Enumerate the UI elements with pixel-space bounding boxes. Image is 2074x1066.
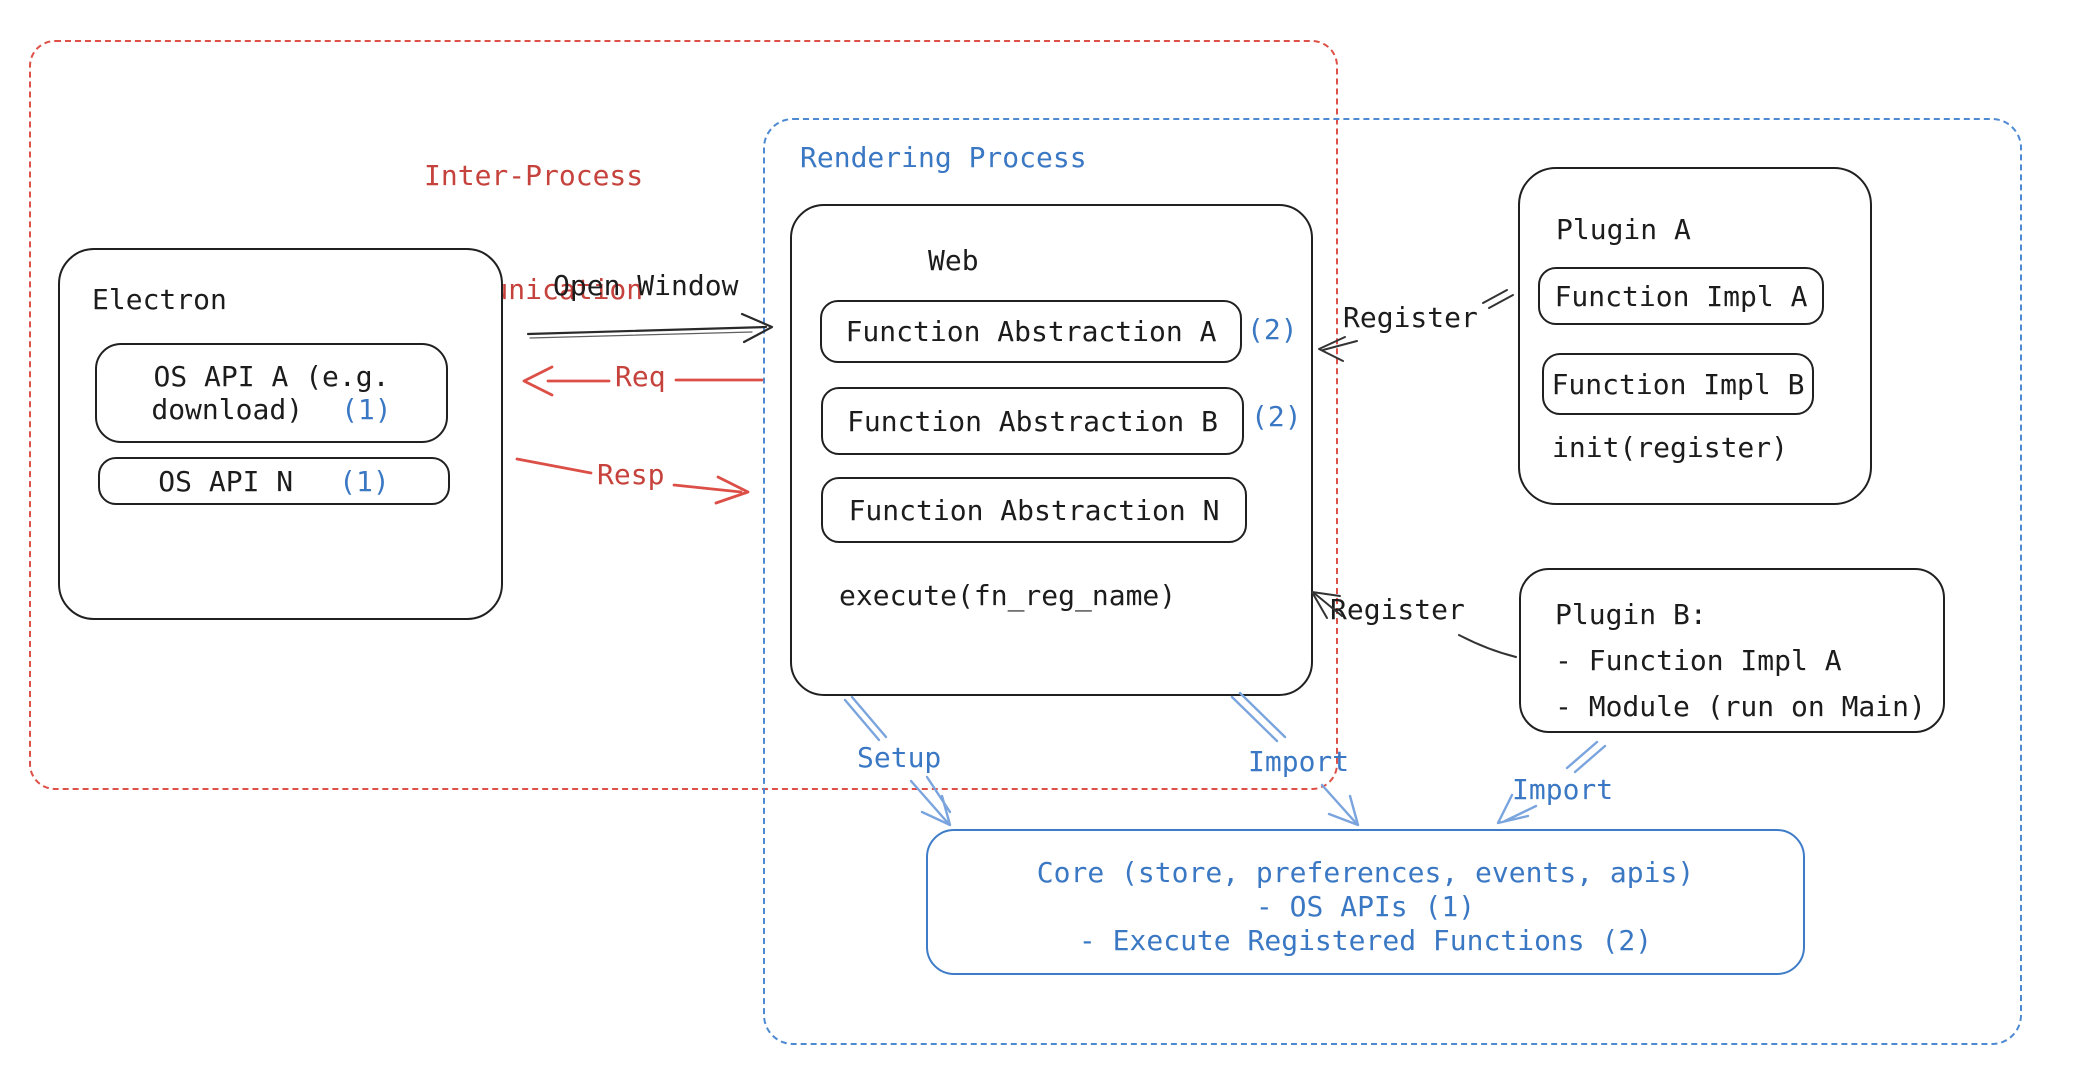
register-plugin-a-label: Register: [1343, 301, 1478, 334]
core-line3: - Execute Registered Functions (2): [1078, 924, 1653, 957]
core-line2: - OS APIs (1): [1255, 890, 1476, 923]
resp-label: Resp: [597, 458, 665, 491]
core-box: Core (store, preferences, events, apis) …: [926, 829, 1805, 975]
os-api-n-badge: (1): [339, 464, 390, 498]
os-api-a-line2: download): [151, 393, 304, 426]
fn-abstraction-a-badge: (2): [1247, 313, 1298, 346]
fn-abstraction-a-label: Function Abstraction A: [845, 315, 1217, 348]
rendering-process-label: Rendering Process: [800, 141, 1087, 174]
os-api-a-badge: (1): [341, 393, 392, 426]
req-label: Req: [615, 360, 666, 393]
web-title: Web: [928, 244, 979, 277]
fn-abstraction-b-box: Function Abstraction B: [821, 387, 1244, 455]
os-api-a-line1: OS API A (e.g.: [153, 360, 390, 393]
execute-label: execute(fn_reg_name): [839, 579, 1177, 612]
register-plugin-b-label: Register: [1330, 593, 1465, 626]
fn-impl-a-box: Function Impl A: [1538, 267, 1824, 325]
os-api-a-line2-row: download) (1): [151, 393, 391, 426]
fn-abstraction-b-label: Function Abstraction B: [847, 404, 1218, 438]
fn-abstraction-a-box: Function Abstraction A: [820, 300, 1242, 363]
import-plugin-b-label: Import: [1512, 773, 1614, 806]
electron-title: Electron: [92, 283, 227, 316]
ipc-group-frame: [29, 40, 1338, 790]
ipc-label-line1: Inter-Process: [424, 159, 644, 192]
rendering-process-frame: [763, 118, 2022, 1045]
os-api-n-label: OS API N: [158, 464, 294, 498]
plugin-a-title: Plugin A: [1556, 213, 1691, 246]
init-register-label: init(register): [1552, 431, 1789, 464]
plugin-a-box: [1518, 167, 1872, 505]
plugin-b-line1: Plugin B:: [1555, 598, 1707, 631]
setup-label: Setup: [857, 741, 942, 774]
plugin-b-line3: - Module (run on Main): [1555, 690, 1926, 723]
fn-impl-b-box: Function Impl B: [1542, 353, 1814, 415]
fn-impl-a-label: Function Impl A: [1554, 279, 1808, 313]
os-api-n-box: OS API N (1): [98, 457, 450, 505]
fn-abstraction-b-badge: (2): [1251, 400, 1302, 433]
fn-abstraction-n-box: Function Abstraction N: [821, 477, 1247, 543]
plugin-b-box: Plugin B: - Function Impl A - Module (ru…: [1519, 568, 1945, 733]
fn-abstraction-n-label: Function Abstraction N: [848, 493, 1220, 527]
plugin-b-line2: - Function Impl A: [1555, 644, 1842, 677]
core-line1: Core (store, preferences, events, apis): [1036, 856, 1695, 889]
import-web-label: Import: [1248, 745, 1350, 778]
open-window-label: Open Window: [553, 269, 739, 302]
os-api-a-box: OS API A (e.g. download) (1): [95, 343, 448, 443]
fn-impl-b-label: Function Impl B: [1551, 367, 1805, 401]
